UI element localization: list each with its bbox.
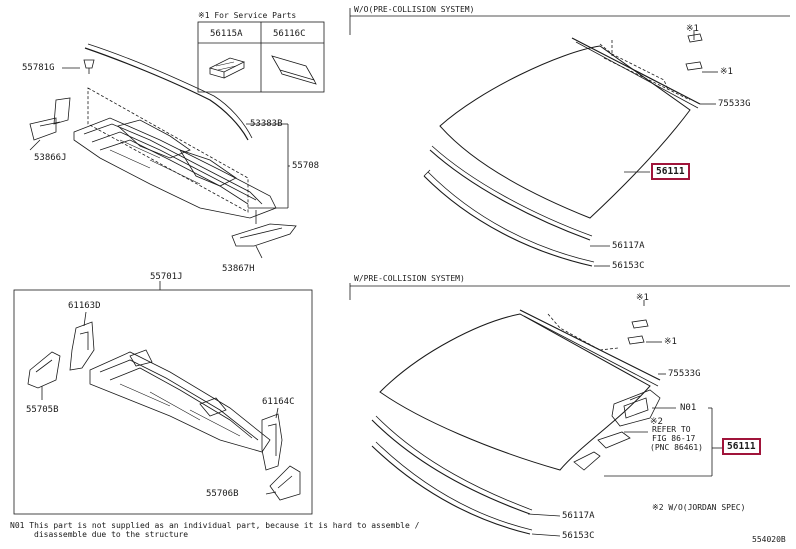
bot-label-n01: N01 bbox=[680, 403, 697, 413]
footnote-x2: ※2 W/O(JORDAN SPEC) bbox=[652, 503, 746, 512]
clip-56115a-drawing bbox=[208, 57, 246, 79]
service-parts-title: ※1 For Service Parts bbox=[198, 11, 297, 20]
bot-mark-x1-upper: ※1 bbox=[636, 293, 649, 303]
part-label-55781g: 55781G bbox=[22, 63, 55, 73]
bot-part-label-56117a: 56117A bbox=[562, 511, 595, 521]
footnote-n01-line1: N01 This part is not supplied as an indi… bbox=[10, 521, 420, 530]
part-label-53867h: 53867H bbox=[222, 264, 255, 274]
top-part-label-75533g: 75533G bbox=[718, 99, 751, 109]
bot-refer-line-1: REFER TO bbox=[652, 425, 691, 434]
bot-refer-line-3: (PNC 86461) bbox=[650, 443, 703, 452]
bot-mark-x1-lower: ※1 bbox=[664, 337, 677, 347]
section-title-without-pcs: W/O(PRE-COLLISION SYSTEM) bbox=[354, 5, 475, 14]
part-label-53866j: 53866J bbox=[34, 153, 67, 163]
top-mark-x1-upper: ※1 bbox=[686, 24, 699, 34]
bot-part-label-56111: 56111 bbox=[727, 441, 756, 452]
part-label-61164c: 61164C bbox=[262, 397, 295, 407]
footnote-n01-line2: disassemble due to the structure bbox=[34, 530, 189, 539]
top-part-label-56117a: 56117A bbox=[612, 241, 645, 251]
service-part-56116c: 56116C bbox=[273, 29, 306, 39]
bot-part-label-56153c: 56153C bbox=[562, 531, 595, 541]
bot-refer-line-2: FIG 86-17 bbox=[652, 434, 696, 443]
service-parts-box bbox=[197, 21, 325, 93]
seal-56116c-drawing bbox=[271, 55, 317, 85]
part-label-61163d: 61163D bbox=[68, 301, 101, 311]
windshield-top-drawing bbox=[423, 30, 718, 267]
top-mark-x1-lower: ※1 bbox=[720, 67, 733, 77]
part-label-55701j: 55701J bbox=[150, 272, 183, 282]
section-dividers bbox=[349, 8, 790, 300]
cowl-assembly-box bbox=[13, 281, 313, 515]
cowl-panel-drawing bbox=[29, 43, 297, 259]
top-part-label-56111-highlight[interactable]: 56111 bbox=[651, 163, 690, 180]
part-label-55705b: 55705B bbox=[26, 405, 59, 415]
service-part-56115a: 56115A bbox=[210, 29, 243, 39]
figure-code: 554020B bbox=[752, 535, 786, 544]
top-part-label-56111: 56111 bbox=[656, 166, 685, 177]
part-label-55708: 55708 bbox=[292, 161, 320, 171]
section-title-with-pcs: W/PRE-COLLISION SYSTEM) bbox=[354, 274, 465, 283]
bot-part-label-56111-highlight[interactable]: 56111 bbox=[722, 438, 761, 455]
part-label-53383b: 53383B bbox=[250, 119, 283, 129]
bot-part-label-75533g: 75533G bbox=[668, 369, 701, 379]
part-label-55706b: 55706B bbox=[206, 489, 239, 499]
bot-mark-x2: ※2 bbox=[650, 417, 663, 427]
top-part-label-56153c: 56153C bbox=[612, 261, 645, 271]
windshield-bottom-drawing bbox=[371, 300, 724, 537]
